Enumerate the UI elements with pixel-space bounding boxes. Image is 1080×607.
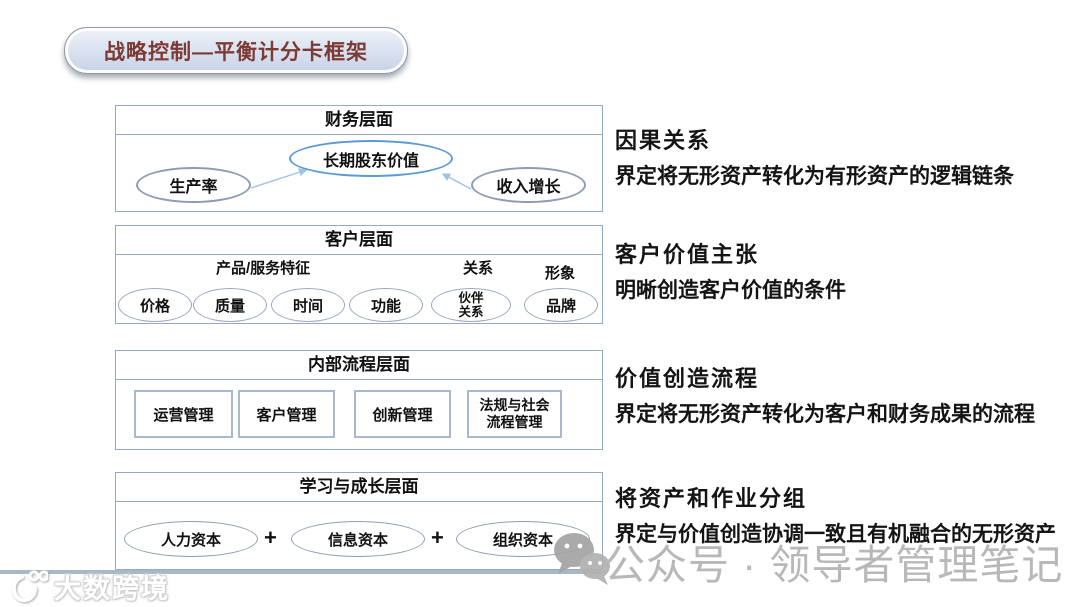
panel-financial: 财务层面 长期股东价值 生产率 收入增长 <box>115 105 603 212</box>
box-customer-management: 客户管理 <box>238 390 335 438</box>
dashu-100-icon <box>11 570 48 602</box>
page-title-label: 战略控制—平衡计分卡框架 <box>104 40 368 64</box>
box-innovation-management: 创新管理 <box>354 390 451 438</box>
footer-logo-text: 大数跨境 <box>54 574 170 604</box>
panel-financial-header: 财务层面 <box>116 106 602 135</box>
node-partnership-label: 伙伴关系 <box>458 291 484 319</box>
panel-learning-growth: 学习与成长层面 人力资本 + 信息资本 + 组织资本 <box>115 472 603 570</box>
annotation-heading: 价值创造流程 <box>615 366 760 391</box>
node-function: 功能 <box>349 288 423 322</box>
box-regulatory-social-process-management: 法规与社会流程管理 <box>467 390 562 438</box>
wechat-icon <box>554 533 610 585</box>
node-information-capital: 信息资本 <box>291 521 425 557</box>
annotation-body: 界定将无形资产转化为客户和财务成果的流程 <box>615 403 1035 426</box>
page-title: 战略控制—平衡计分卡框架 <box>64 27 408 74</box>
node-human-capital: 人力资本 <box>124 521 258 557</box>
annotation-cause-effect: 因果关系 界定将无形资产转化为有形资产的逻辑链条 <box>615 128 1014 190</box>
annotation-asset-grouping: 将资产和作业分组 界定与价值创造协调一致且有机融合的无形资产 <box>615 486 1056 548</box>
node-time: 时间 <box>271 288 345 322</box>
plus-sign: + <box>431 525 444 550</box>
annotation-body: 界定与价值创造协调一致且有机融合的无形资产 <box>615 523 1056 546</box>
bottom-strip <box>0 570 601 574</box>
node-partnership: 伙伴关系 <box>431 288 511 322</box>
footer-logo: 大数跨境 <box>8 567 170 606</box>
annotation-value-creation: 价值创造流程 界定将无形资产转化为客户和财务成果的流程 <box>615 366 1035 428</box>
box-regulatory-social-label: 法规与社会流程管理 <box>479 397 550 430</box>
node-price: 价格 <box>118 288 192 322</box>
label-image: 形象 <box>545 265 576 282</box>
label-product-service-attributes: 产品/服务特征 <box>216 260 311 277</box>
node-long-term-shareholder-value: 长期股东价值 <box>289 140 453 177</box>
box-operations-management: 运营管理 <box>134 390 233 438</box>
panel-customer: 客户层面 产品/服务特征 关系 形象 价格 质量 时间 功能 伙伴关系 品牌 <box>115 225 603 324</box>
node-productivity: 生产率 <box>136 167 251 203</box>
annotation-body: 明晰创造客户价值的条件 <box>615 279 846 302</box>
panel-customer-header: 客户层面 <box>116 226 602 255</box>
panel-learning-growth-header: 学习与成长层面 <box>116 473 602 502</box>
label-relationship: 关系 <box>463 260 494 277</box>
node-quality: 质量 <box>193 288 267 322</box>
panel-internal-process: 内部流程层面 运营管理 客户管理 创新管理 法规与社会流程管理 <box>115 350 603 450</box>
annotation-heading: 将资产和作业分组 <box>615 486 808 511</box>
annotation-body: 界定将无形资产转化为有形资产的逻辑链条 <box>615 165 1014 188</box>
cause-effect-arrows <box>250 168 472 190</box>
node-brand: 品牌 <box>524 288 598 322</box>
annotation-heading: 因果关系 <box>615 128 712 153</box>
node-revenue-growth: 收入增长 <box>471 167 586 203</box>
watermark-text: 公众号 · 领导者管理笔记 <box>604 542 1064 588</box>
panel-internal-process-header: 内部流程层面 <box>116 351 602 380</box>
annotation-customer-value: 客户价值主张 明晰创造客户价值的条件 <box>615 242 846 304</box>
annotation-heading: 客户价值主张 <box>615 242 760 267</box>
plus-sign: + <box>264 525 277 550</box>
